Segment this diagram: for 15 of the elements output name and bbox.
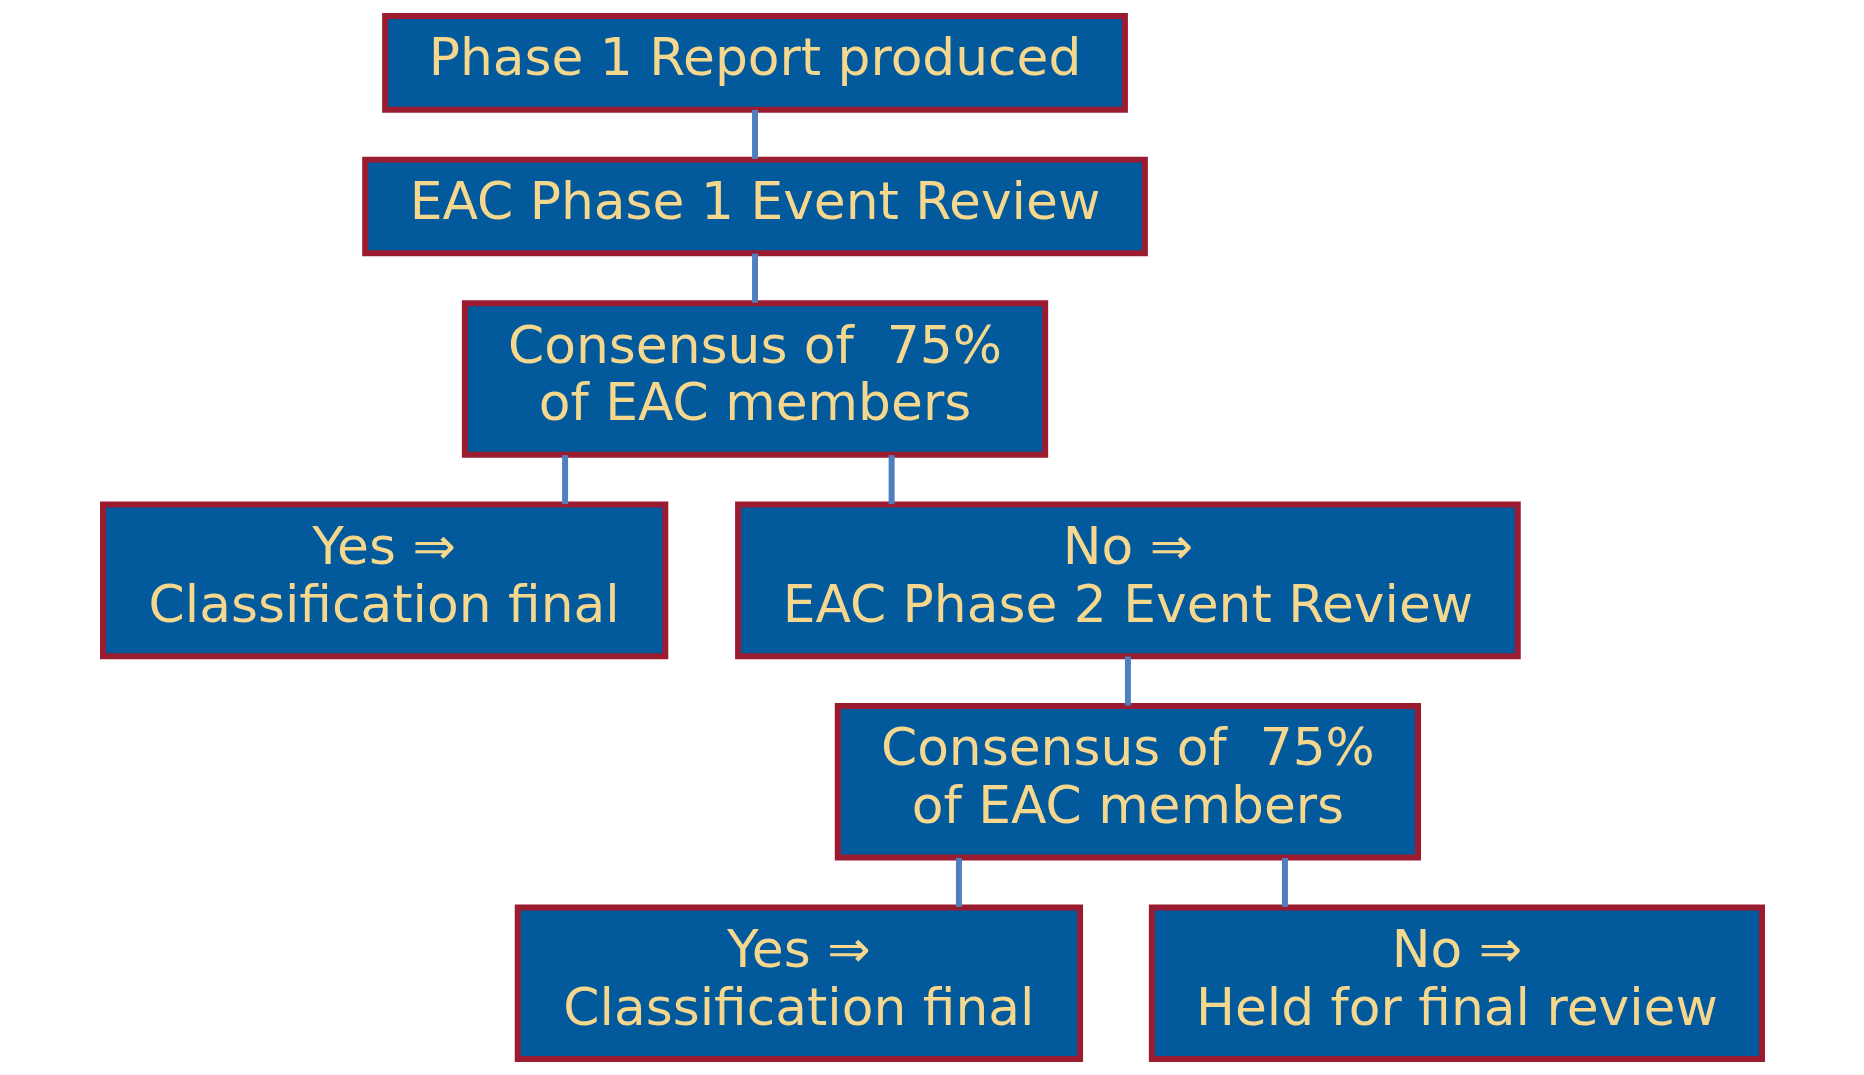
node-box: Yes ⇒ Classification final bbox=[514, 904, 1083, 1062]
connector bbox=[888, 455, 895, 505]
connector bbox=[1124, 656, 1131, 706]
node-box: No ⇒ EAC Phase 2 Event Review bbox=[734, 501, 1521, 660]
node-box: Phase 1 Report produced bbox=[381, 13, 1128, 113]
connector bbox=[1281, 857, 1288, 907]
node-box: Yes ⇒ Classification final bbox=[99, 501, 668, 660]
node-box: EAC Phase 1 Event Review bbox=[361, 156, 1148, 257]
connector bbox=[751, 109, 758, 159]
node-box: No ⇒ Held for final review bbox=[1148, 904, 1765, 1062]
connector bbox=[751, 253, 758, 303]
connector bbox=[955, 857, 962, 907]
connector bbox=[561, 455, 568, 505]
node-box: Consensus of 75% of EAC members bbox=[834, 703, 1421, 861]
node-box: Consensus of 75% of EAC members bbox=[461, 300, 1048, 458]
